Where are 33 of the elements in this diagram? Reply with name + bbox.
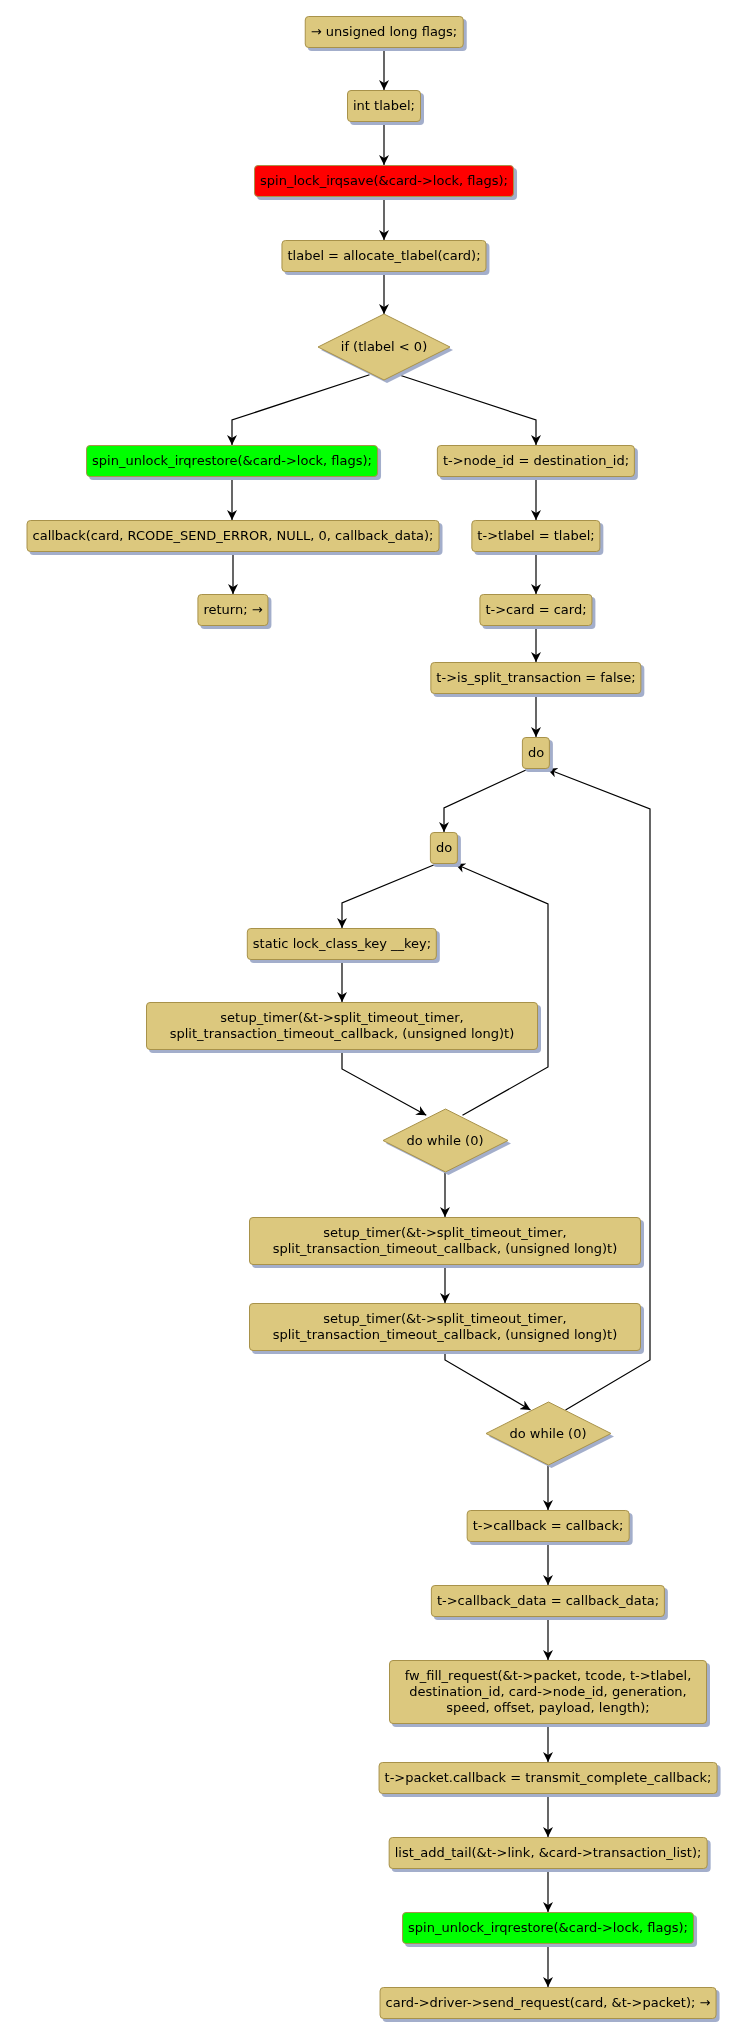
process-box: spin_unlock_irqrestore(&card->lock, flags);: [86, 445, 378, 477]
process-box: → unsigned long flags;: [304, 16, 464, 48]
process-box: t->packet.callback = transmit_complete_callback;: [378, 1762, 718, 1794]
process-box: t->callback = callback;: [466, 1510, 630, 1542]
process-box: t->callback_data = callback_data;: [430, 1585, 666, 1617]
decision-diamond: [485, 1402, 611, 1465]
process-box: t->tlabel = tlabel;: [471, 520, 601, 552]
process-box: do: [521, 737, 551, 769]
process-box: fw_fill_request(&t->packet, tcode, t->tlabel, destination_id, card->node_id, generation, speed, offset, payload, length);: [389, 1660, 707, 1724]
decision-label: if (tlabel < 0): [339, 339, 429, 355]
process-box: t->node_id = destination_id;: [436, 445, 636, 477]
process-box: spin_unlock_irqrestore(&card->lock, flags);: [402, 1912, 694, 1944]
arrow: [440, 1171, 450, 1218]
process-box: card->driver->send_request(card, &t->packet); →: [379, 1987, 717, 2019]
process-box: do: [429, 832, 459, 864]
process-box: int tlabel;: [347, 90, 421, 122]
process-box: callback(card, RCODE_SEND_ERROR, NULL, 0, callback_data);: [26, 520, 440, 552]
decision-diamond: [318, 314, 450, 380]
process-box: setup_timer(&t->split_timeout_timer, split_transaction_timeout_callback, (unsigned long)t): [249, 1303, 641, 1351]
process-box: setup_timer(&t->split_timeout_timer, split_transaction_timeout_callback, (unsigned long)t): [146, 1002, 538, 1050]
decision-diamond: [382, 1109, 508, 1172]
process-box: t->card = card;: [479, 594, 593, 626]
arrow: [227, 374, 371, 446]
process-box: return; →: [197, 594, 269, 626]
process-box: t->is_split_transaction = false;: [430, 662, 642, 694]
process-box: list_add_tail(&t->link, &card->transaction_list);: [388, 1837, 708, 1869]
decision-label: do while (0): [508, 1425, 588, 1442]
arrow: [543, 1464, 553, 1511]
process-box: tlabel = allocate_tlabel(card);: [281, 240, 487, 272]
process-box: spin_lock_irqsave(&card->lock, flags);: [254, 165, 514, 197]
process-box: setup_timer(&t->split_timeout_timer, split_transaction_timeout_callback, (unsigned long)t): [249, 1217, 641, 1265]
process-box: static lock_class_key __key;: [246, 928, 438, 960]
decision-label: do while (0): [405, 1132, 485, 1149]
